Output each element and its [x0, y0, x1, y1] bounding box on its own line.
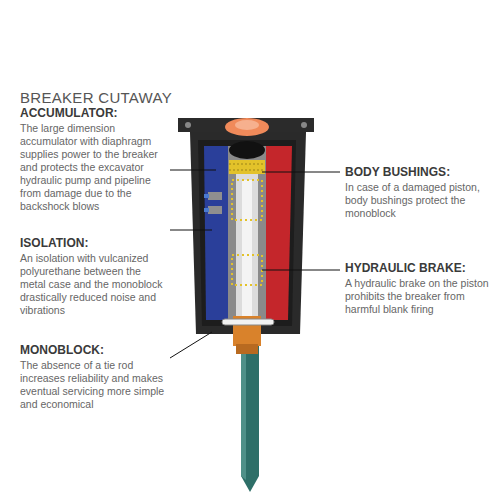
callout-heading: HYDRAULIC BRAKE:	[345, 261, 493, 275]
callout-description: A hydraulic brake on the piston prohibit…	[345, 277, 493, 316]
leader-line	[262, 172, 340, 173]
isolation-blue	[204, 146, 228, 320]
port-fitting	[204, 208, 209, 212]
hydraulic-brake	[232, 255, 262, 285]
body-bushing	[232, 180, 262, 220]
callout-description: An isolation with vulcanized polyurethan…	[20, 252, 166, 317]
diagram-title: BREAKER CUTAWAY	[20, 89, 172, 106]
coil-detail	[229, 164, 265, 165]
callout-heading: BODY BUSHINGS:	[345, 165, 493, 179]
accumulator-cap-top	[235, 120, 259, 130]
coil-detail	[229, 170, 265, 171]
callout-description: The absence of a tie rod increases relia…	[20, 359, 166, 411]
housing-inner	[198, 140, 296, 326]
hydraulic-port	[208, 206, 222, 214]
piston-cylinder	[236, 174, 258, 320]
front-bushing-lower	[236, 344, 258, 354]
callout-heading: ISOLATION:	[20, 236, 166, 250]
flange-bolt	[185, 122, 191, 128]
leader-line	[170, 170, 216, 171]
piston	[242, 180, 252, 316]
callout-description: The large dimension accumulator with dia…	[20, 122, 166, 213]
leader-line	[262, 270, 340, 271]
retaining-pin	[222, 319, 274, 325]
callout-heading: ACCUMULATOR:	[20, 106, 166, 120]
flange-bolt	[301, 122, 307, 128]
housing-case	[190, 132, 306, 334]
callout-heading: MONOBLOCK:	[20, 343, 166, 357]
accumulator-diaphragm	[229, 141, 265, 159]
callout-description: In case of a damaged piston, body bushin…	[345, 181, 493, 220]
top-flange	[178, 118, 314, 132]
monoblock-body	[228, 146, 266, 320]
leader-line	[170, 230, 212, 231]
chisel-tool	[241, 340, 259, 492]
leader-line	[170, 332, 212, 358]
accumulator-coil	[229, 160, 265, 174]
port-fitting	[204, 194, 209, 198]
accumulator-cap	[225, 118, 269, 136]
chisel-highlight	[241, 340, 246, 480]
hydraulic-port	[208, 192, 222, 200]
